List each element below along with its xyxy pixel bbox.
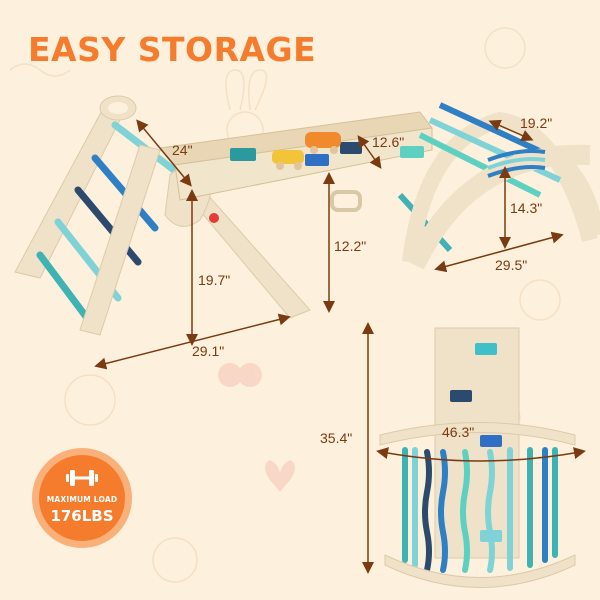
page-title: EASY STORAGE [28, 30, 317, 69]
dim-arch-height: 14.3" [510, 200, 543, 216]
dim-board-height: 12.2" [334, 238, 367, 254]
dim-triangle-depth: 24" [172, 142, 193, 158]
dim-stored-height: 35.4" [320, 430, 353, 446]
dim-arch-length: 29.5" [495, 257, 528, 273]
dim-stored-width: 46.3" [442, 424, 475, 440]
max-load-badge-inner: MAXIMUM LOAD 176LBS [39, 455, 125, 541]
arch-rocker [402, 102, 600, 270]
dim-triangle-height: 19.7" [198, 272, 231, 288]
max-load-label: MAXIMUM LOAD [46, 495, 118, 504]
dim-triangle-length: 29.1" [192, 343, 225, 359]
dim-board-width: 12.6" [372, 134, 405, 150]
dim-arch-width: 19.2" [520, 115, 553, 131]
dimension-arrows [94, 119, 586, 574]
max-load-badge: MAXIMUM LOAD 176LBS [32, 448, 132, 548]
triangle-climber [14, 95, 311, 336]
climbing-board [159, 111, 453, 253]
folded-unit [379, 327, 576, 588]
max-load-value: 176LBS [50, 507, 114, 525]
dumbbell-icon [66, 470, 98, 486]
